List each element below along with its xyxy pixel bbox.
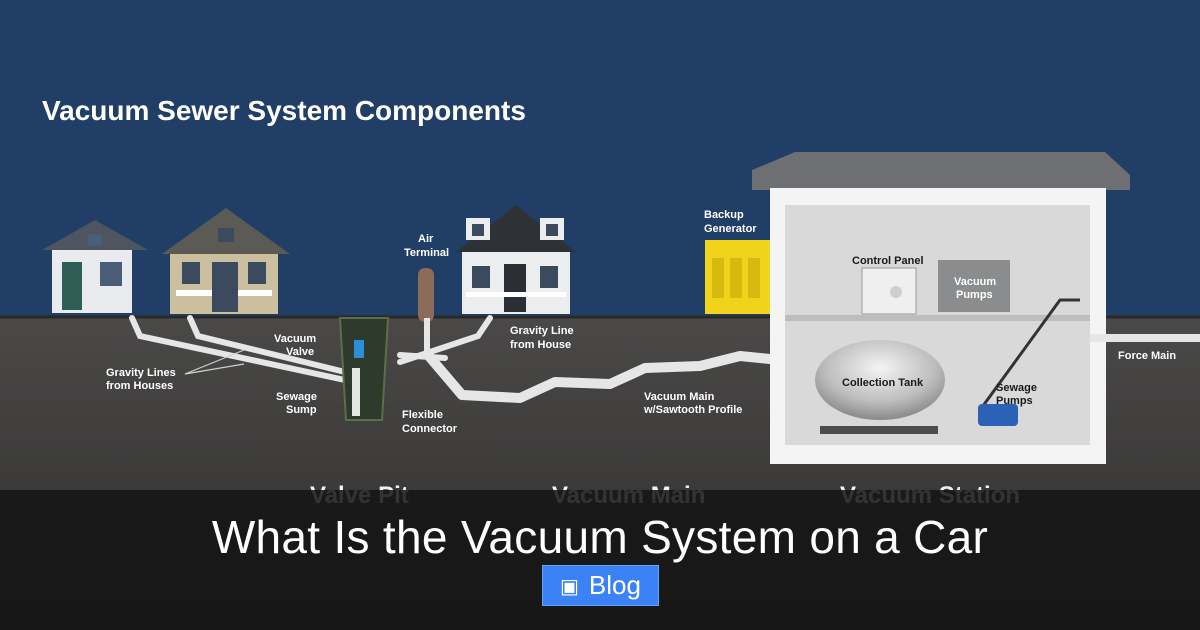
house-3 [456, 205, 576, 314]
label-backup-generator-2: Generator [704, 223, 757, 235]
valve-pit [338, 317, 390, 421]
label-sewage-pumps-2: Pumps [996, 395, 1033, 407]
label-gravity-lines-1: Gravity Lines [106, 367, 176, 379]
vacuum-station [752, 152, 1200, 464]
house-1 [42, 220, 148, 313]
label-gravity-line-house-2: from House [510, 339, 571, 351]
label-sewage-pumps-1: Sewage [996, 382, 1037, 394]
vacuum-main [423, 350, 785, 403]
blog-button[interactable]: ▣ Blog [542, 565, 659, 606]
air-terminal [418, 268, 434, 358]
bookmark-icon: ▣ [560, 573, 579, 598]
label-air-terminal-1: Air [418, 233, 434, 245]
label-backup-generator-1: Backup [704, 209, 744, 221]
label-sewage-sump-1: Sewage [276, 391, 317, 403]
label-vacuum-main-2: w/Sawtooth Profile [643, 404, 742, 416]
label-vacuum-pumps-2: Pumps [956, 289, 993, 301]
label-vacuum-main-1: Vacuum Main [644, 391, 715, 403]
label-flexible-connector-2: Connector [402, 423, 458, 435]
label-collection-tank: Collection Tank [842, 377, 924, 389]
label-force-main: Force Main [1118, 350, 1176, 362]
label-vacuum-valve-2: Valve [286, 346, 314, 358]
label-gravity-lines-2: from Houses [106, 380, 173, 392]
label-sewage-sump-2: Sump [286, 404, 317, 416]
label-air-terminal-2: Terminal [404, 247, 449, 259]
label-flexible-connector-1: Flexible [402, 409, 443, 421]
house-2 [162, 208, 290, 314]
label-control-panel: Control Panel [852, 255, 924, 267]
label-vacuum-pumps-1: Vacuum [954, 276, 996, 288]
label-vacuum-valve-1: Vacuum [274, 333, 316, 345]
article-title: What Is the Vacuum System on a Car [211, 511, 989, 563]
label-gravity-line-house-1: Gravity Line [510, 325, 574, 337]
diagram-title: Vacuum Sewer System Components [42, 95, 526, 126]
blog-button-label: Blog [588, 570, 641, 600]
title-overlay [0, 490, 1200, 630]
backup-generator [705, 240, 775, 314]
